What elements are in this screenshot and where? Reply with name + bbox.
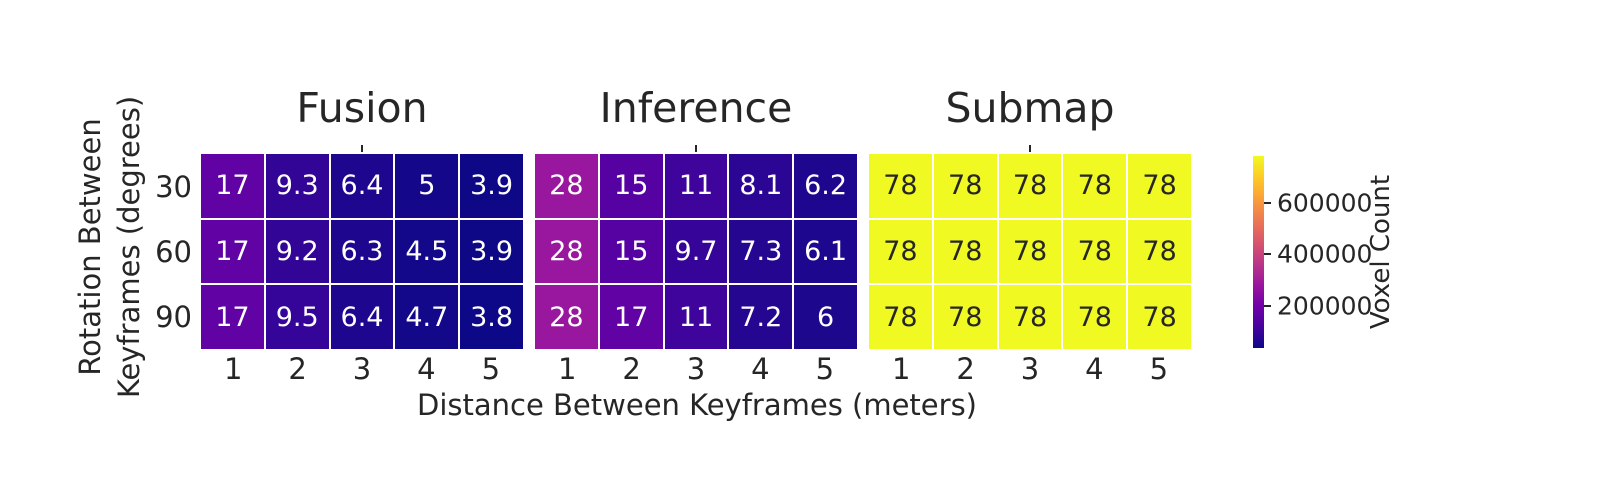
heatmap-cell: 78 xyxy=(1128,219,1191,284)
heatmap-cell: 78 xyxy=(869,154,932,218)
colorbar-tick-label: 200000 xyxy=(1277,291,1373,321)
heatmap-cell: 7.2 xyxy=(729,285,793,349)
heatmap-cell: 3.9 xyxy=(460,154,523,218)
x-tick-label: 1 xyxy=(223,352,243,386)
x-tick-labels: 1 2 3 4 5 xyxy=(869,352,1191,386)
heatmap-cell: 15 xyxy=(599,154,663,218)
heatmap-cell: 78 xyxy=(1063,285,1127,349)
x-tick-labels: 1 2 3 4 5 xyxy=(201,352,523,386)
heatmap-cell: 78 xyxy=(1063,219,1127,284)
x-tick-label: 1 xyxy=(557,352,577,386)
heatmap-cell: 28 xyxy=(535,154,598,218)
heatmap-cell: 17 xyxy=(599,285,663,349)
colorbar-tick xyxy=(1264,201,1271,204)
heatmap-cell: 3.8 xyxy=(460,285,523,349)
heatmap-cell: 3.9 xyxy=(460,219,523,284)
colorbar-tick-label: 400000 xyxy=(1277,239,1373,269)
heatmap-cell: 9.5 xyxy=(265,285,329,349)
heatmap-cell: 6 xyxy=(794,285,857,349)
heatmap-cell: 28 xyxy=(535,285,598,349)
heatmap-cell: 11 xyxy=(664,285,728,349)
x-tick-label: 2 xyxy=(288,352,307,386)
x-tick-label: 5 xyxy=(1149,352,1169,386)
x-tick-label: 4 xyxy=(417,352,436,386)
heatmap-cell: 11 xyxy=(664,154,728,218)
x-tick-labels: 1 2 3 4 5 xyxy=(535,352,857,386)
heatmap-cell: 6.1 xyxy=(794,219,857,284)
y-axis-label-line-1: Rotation Between xyxy=(72,118,107,376)
heatmap-cell: 78 xyxy=(1128,285,1191,349)
heatmap-cell: 6.4 xyxy=(330,285,394,349)
axis-tick xyxy=(361,145,363,152)
y-tick-label: 30 xyxy=(155,169,192,204)
heatmap-cell: 6.3 xyxy=(330,219,394,284)
x-tick-label: 2 xyxy=(956,352,975,386)
heatmap-cell: 78 xyxy=(998,285,1062,349)
heatmap-cell: 17 xyxy=(201,219,264,284)
x-tick-label: 5 xyxy=(815,352,835,386)
x-tick-label: 3 xyxy=(352,352,372,386)
heatmap-cell: 9.7 xyxy=(664,219,728,284)
colorbar-gradient xyxy=(1253,156,1264,348)
x-tick-label: 3 xyxy=(686,352,706,386)
heatmap-cell: 6.4 xyxy=(330,154,394,218)
heatmap-cell: 17 xyxy=(201,154,264,218)
x-tick-label: 3 xyxy=(1020,352,1040,386)
heatmap-cell: 7.3 xyxy=(729,219,793,284)
heatmap-cell: 78 xyxy=(933,285,997,349)
colorbar-tick-label: 600000 xyxy=(1277,188,1373,218)
heatmap-cell: 4.7 xyxy=(395,285,459,349)
heatmap-cell: 78 xyxy=(998,219,1062,284)
heatmap-cell: 9.3 xyxy=(265,154,329,218)
heatmap-cell: 78 xyxy=(869,219,932,284)
axis-tick xyxy=(695,145,697,152)
heatmap-cell: 78 xyxy=(869,285,932,349)
x-tick-label: 4 xyxy=(751,352,770,386)
colorbar xyxy=(1253,156,1264,348)
x-tick-label: 4 xyxy=(1085,352,1104,386)
colorbar-tick xyxy=(1264,305,1271,308)
x-tick-label: 1 xyxy=(891,352,911,386)
heatmap-cell: 28 xyxy=(535,219,598,284)
x-axis-label: Distance Between Keyframes (meters) xyxy=(417,388,977,422)
colorbar-label: Voxel Count xyxy=(1366,174,1396,330)
subplot-title-submap: Submap xyxy=(945,84,1115,132)
y-tick-label: 60 xyxy=(155,234,192,269)
subplot-title-fusion: Fusion xyxy=(296,84,428,132)
heatmap-cell: 17 xyxy=(201,285,264,349)
heatmap-cell: 78 xyxy=(998,154,1062,218)
heatmap-cell: 6.2 xyxy=(794,154,857,218)
x-tick-label: 2 xyxy=(622,352,641,386)
y-tick-label: 90 xyxy=(155,299,192,334)
heatmap-cell: 15 xyxy=(599,219,663,284)
heatmap-cell: 9.2 xyxy=(265,219,329,284)
heatmap-cell: 78 xyxy=(1128,154,1191,218)
heatmap-cell: 5 xyxy=(395,154,459,218)
heatmap-cell: 78 xyxy=(1063,154,1127,218)
heatmap-cell: 4.5 xyxy=(395,219,459,284)
heatmap-cell: 78 xyxy=(933,219,997,284)
heatmap-cell: 78 xyxy=(933,154,997,218)
subplot-title-inference: Inference xyxy=(599,84,793,132)
x-tick-label: 5 xyxy=(481,352,501,386)
heatmap-cell: 8.1 xyxy=(729,154,793,218)
y-tick-labels: 30 60 90 xyxy=(138,154,192,349)
colorbar-tick xyxy=(1264,253,1271,256)
axis-tick xyxy=(1029,145,1031,152)
